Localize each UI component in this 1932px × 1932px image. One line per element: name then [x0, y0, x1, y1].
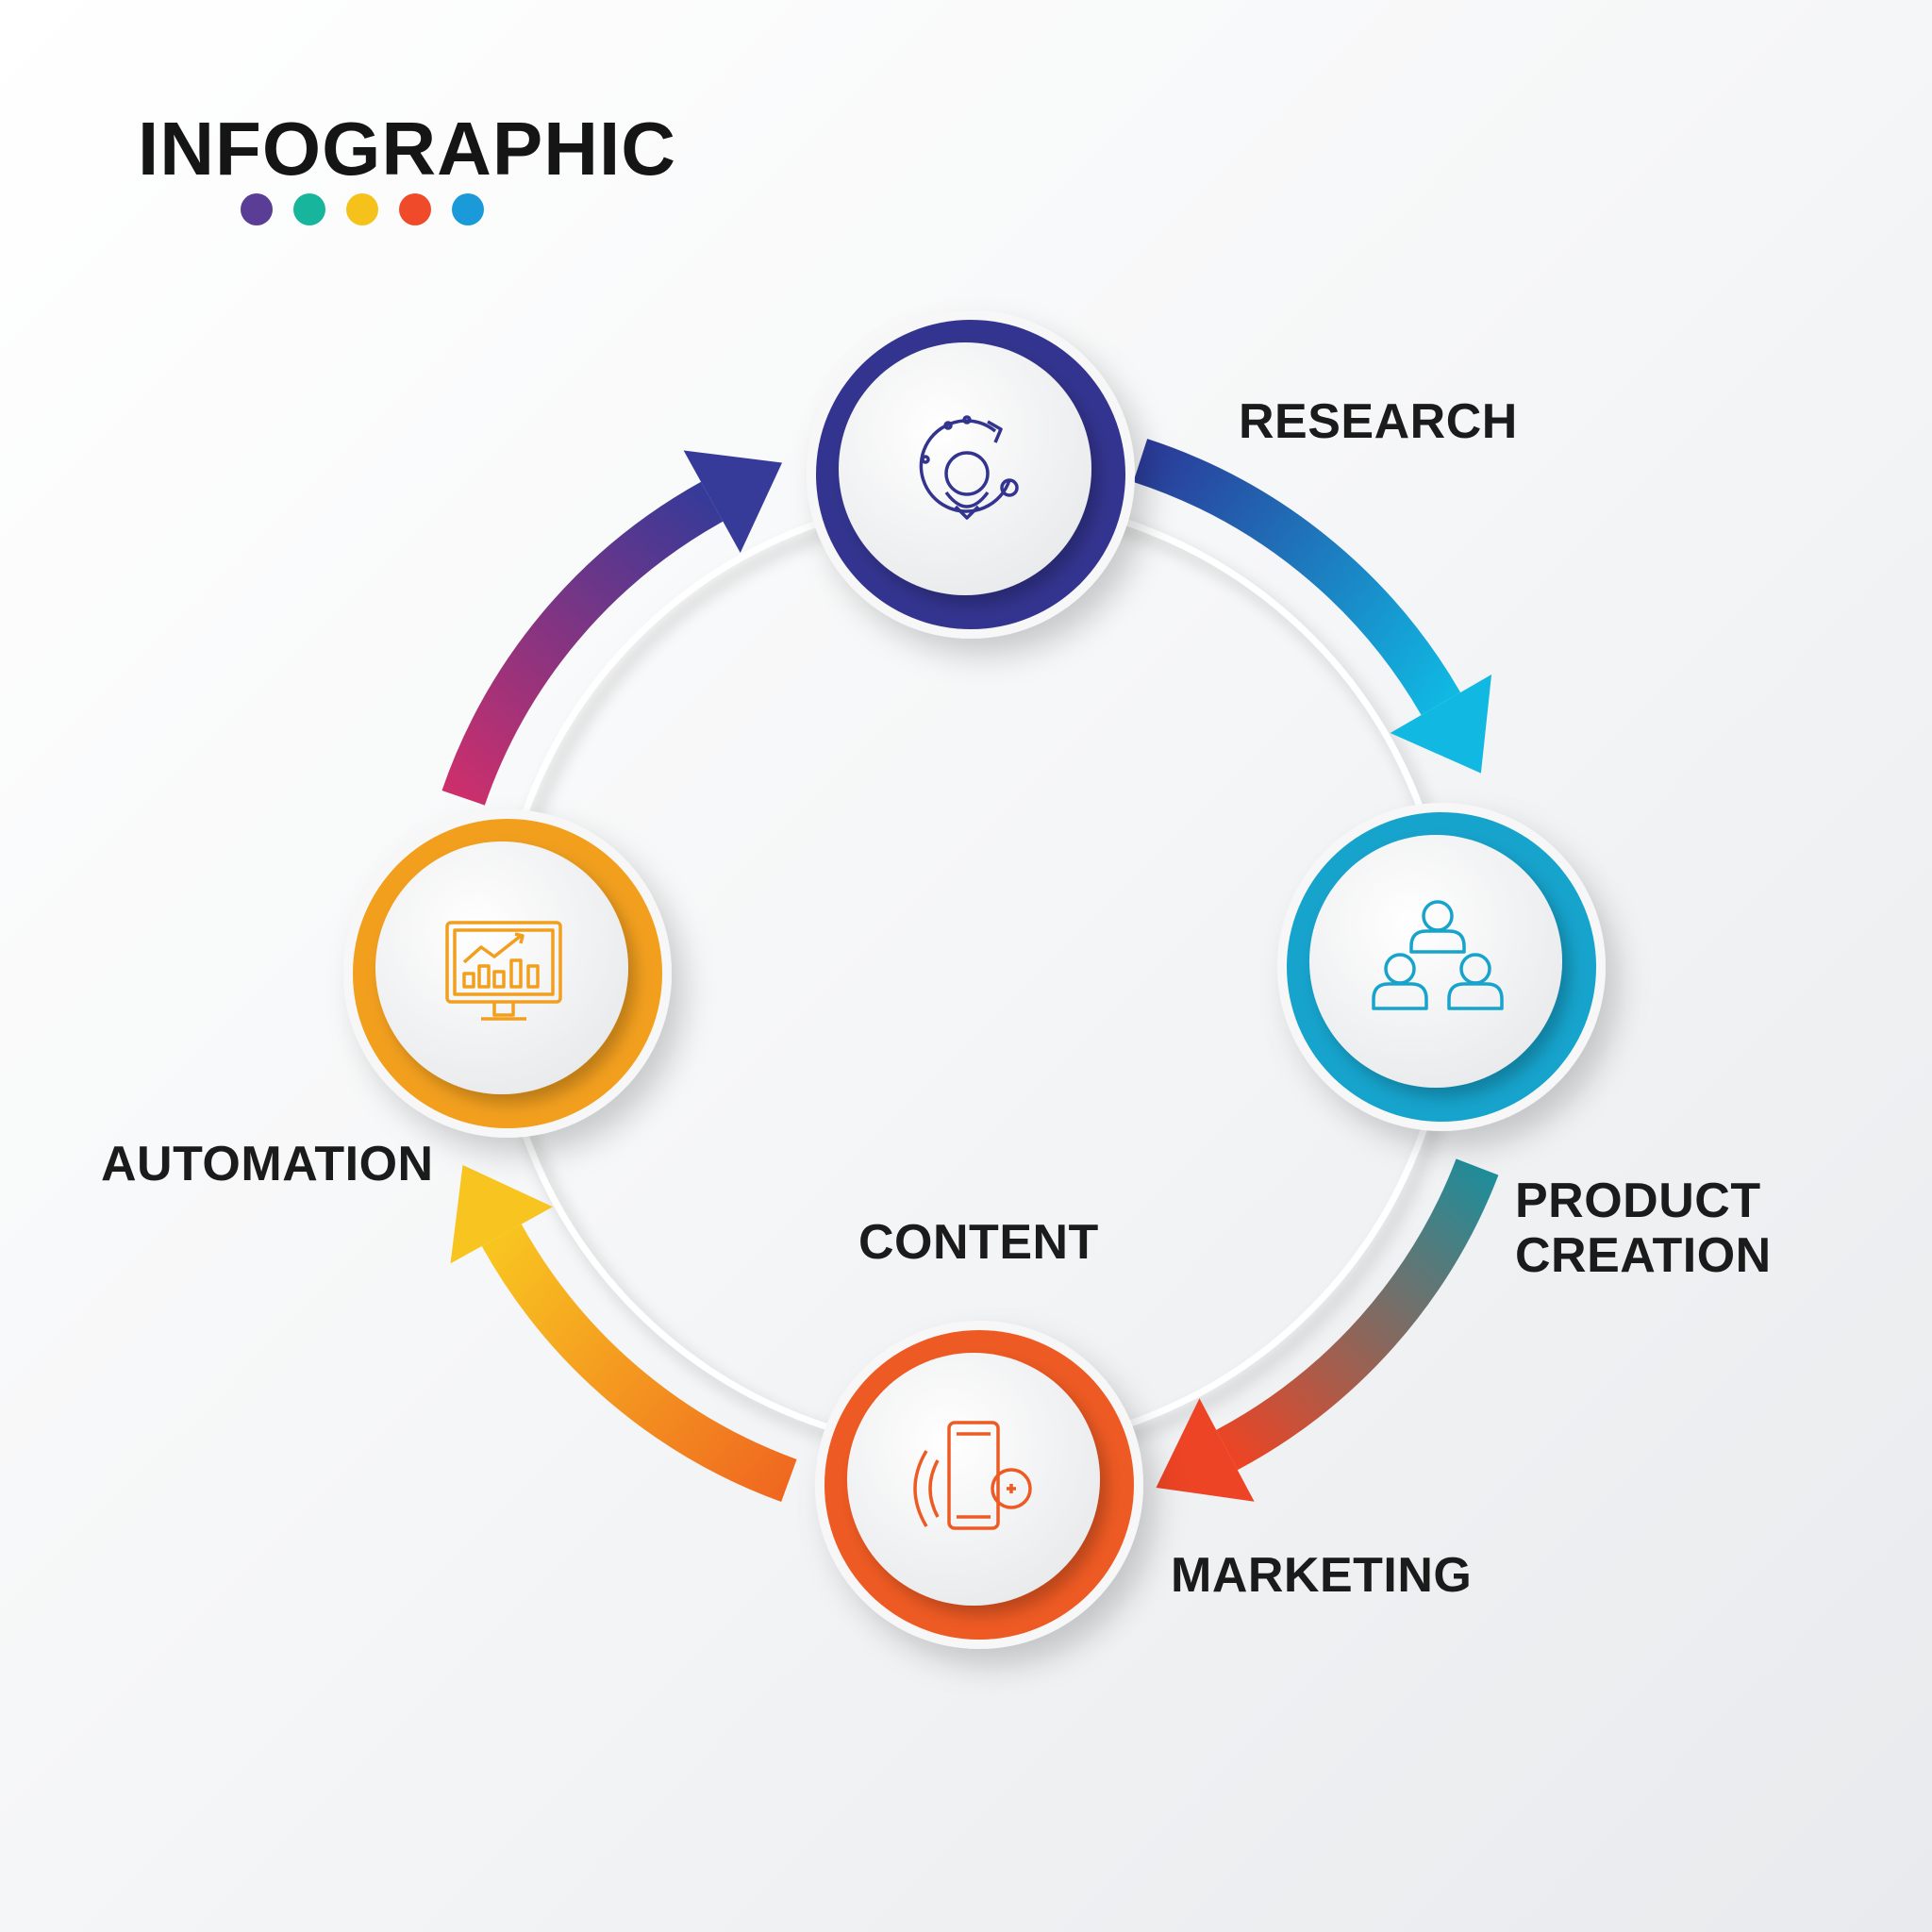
- arrow-product-to-marketing: [1156, 1158, 1499, 1502]
- arrow-shaft: [1216, 1158, 1499, 1471]
- mobile-marketing-icon: [913, 1421, 1032, 1530]
- arrow-shaft: [481, 1224, 797, 1503]
- step-automation: [343, 809, 672, 1138]
- arrow-marketing-to-automation: [450, 1164, 797, 1503]
- arrow-head: [1156, 1398, 1255, 1502]
- node-inner-disc: [1309, 835, 1562, 1088]
- step-marketing: [815, 1321, 1143, 1649]
- arrow-head: [683, 450, 783, 553]
- arrow-shaft: [441, 481, 724, 806]
- label-research: RESEARCH: [1239, 394, 1518, 449]
- label-marketing: MARKETING: [1171, 1548, 1473, 1603]
- node-inner-disc: [375, 841, 628, 1094]
- page-title: INFOGRAPHIC: [138, 107, 676, 191]
- arrow-head: [450, 1164, 553, 1264]
- label-content: CONTENT: [858, 1215, 1099, 1270]
- monitor-chart-icon: [445, 921, 562, 1021]
- step-product-creation: [1277, 803, 1606, 1131]
- arrow-research-to-product: [1133, 439, 1492, 774]
- research-user-cycle-icon: [919, 415, 1019, 520]
- node-inner-disc: [847, 1353, 1100, 1606]
- arrow-head: [1390, 675, 1492, 774]
- color-dots: [241, 193, 484, 225]
- node-inner-disc: [839, 342, 1091, 595]
- label-product-creation: PRODUCT CREATION: [1515, 1174, 1772, 1283]
- team-hierarchy-icon: [1372, 900, 1504, 1010]
- arrow-automation-to-research: [441, 450, 783, 806]
- dot-red: [399, 193, 431, 225]
- arrow-shaft: [1133, 439, 1461, 716]
- label-automation: AUTOMATION: [101, 1137, 434, 1191]
- step-research: [807, 310, 1135, 639]
- label-product-line1: PRODUCT: [1515, 1174, 1761, 1228]
- dot-blue: [452, 193, 484, 225]
- label-product-line2: CREATION: [1515, 1228, 1772, 1283]
- dot-teal: [293, 193, 325, 225]
- dot-purple: [241, 193, 273, 225]
- dot-yellow: [346, 193, 378, 225]
